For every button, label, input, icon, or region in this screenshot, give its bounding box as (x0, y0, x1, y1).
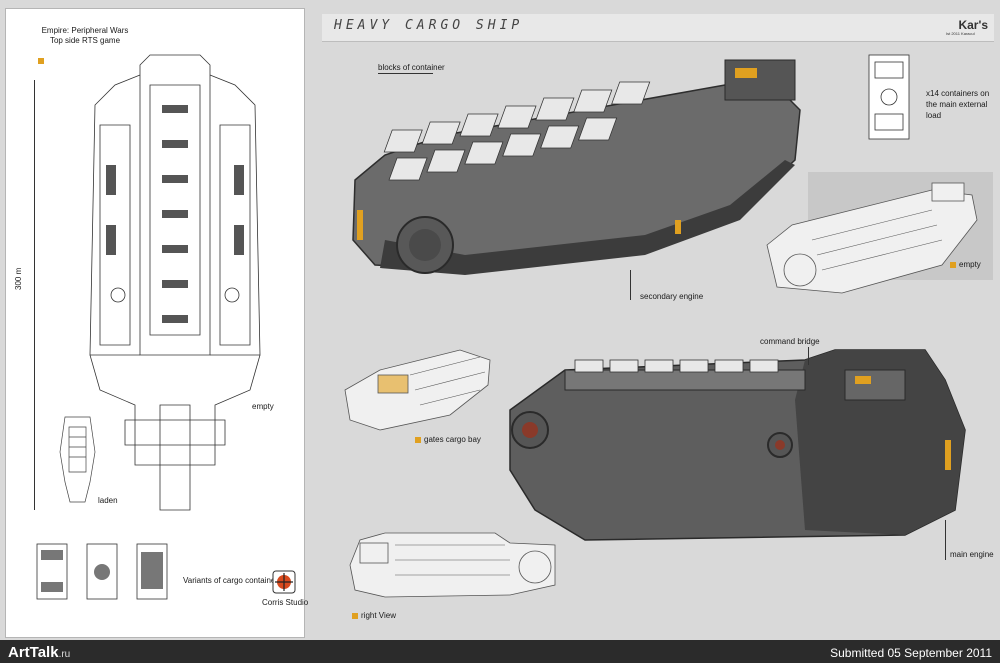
submitted-date: Submitted 05 September 2011 (830, 646, 992, 660)
site-logo-text: ArtTalk (8, 644, 59, 661)
accent-marker (950, 262, 956, 268)
container-diagram (868, 54, 910, 140)
title-bar (322, 14, 994, 42)
scale-ruler (34, 80, 35, 510)
callout-right-view: right View (361, 611, 396, 620)
studio-logo-icon (272, 570, 296, 594)
blueprint-top-view (89, 54, 261, 511)
page-title: HEAVY CARGO SHIP (334, 18, 524, 33)
callout-gates-cargo-bay: gates cargo bay (424, 435, 481, 444)
accent-marker (38, 58, 44, 64)
callout-main-engine: main engine (950, 550, 994, 559)
scale-label: 300 m (14, 267, 23, 290)
callout-line (630, 270, 631, 300)
callout-line (378, 73, 433, 74)
brand-logo: Kar's (958, 18, 988, 32)
cargo-ship-side-render (509, 349, 966, 541)
accent-marker (352, 613, 358, 619)
studio-name: Corris Studio (262, 598, 309, 607)
accent-marker (415, 437, 421, 443)
footer-bar (0, 640, 1000, 663)
laden-thumbnail (59, 416, 96, 503)
callout-empty: empty (959, 260, 981, 269)
empty-ship-sketch (766, 182, 978, 294)
callout-blocks-of-container: blocks of container (378, 63, 445, 72)
project-subtitle: Top side RTS game (49, 36, 121, 45)
site-logo[interactable]: ArtTalk.ru (8, 644, 70, 661)
label-empty-top: empty (252, 402, 274, 411)
callout-line (945, 520, 946, 560)
brand-sub: Ist 2011 Karacul (946, 31, 975, 36)
callout-line (808, 347, 809, 365)
label-laden: laden (98, 496, 118, 505)
right-view-sketch (349, 532, 556, 598)
container-variants (36, 543, 168, 600)
callout-command-bridge: command bridge (760, 337, 820, 346)
project-title: Empire: Peripheral Wars (41, 26, 129, 35)
label-variants: Variants of cargo containers (183, 576, 283, 585)
callout-secondary-engine: secondary engine (640, 292, 704, 301)
gates-cargo-bay-sketch (344, 349, 491, 431)
cargo-ship-top-render (352, 59, 801, 275)
site-logo-tld: .ru (58, 649, 71, 660)
containers-note: x14 containers on the main external load (926, 89, 990, 120)
